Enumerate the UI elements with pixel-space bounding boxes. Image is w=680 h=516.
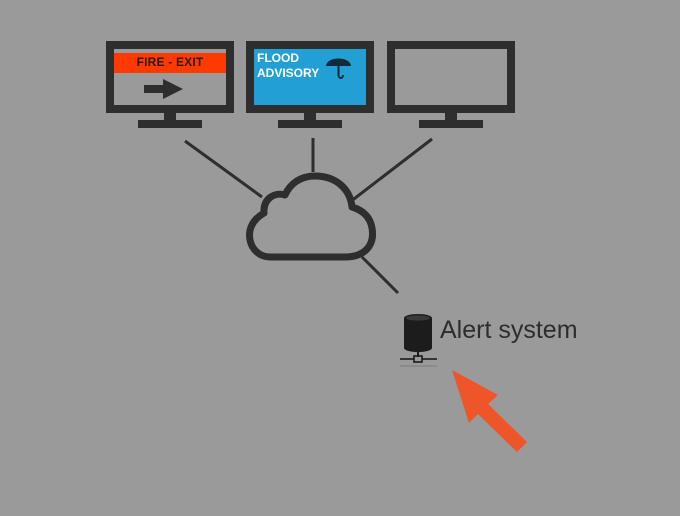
- fire-exit-banner: FIRE - EXIT: [114, 53, 226, 73]
- flood-line-1: FLOOD: [257, 51, 299, 65]
- arrow-right-icon: [144, 79, 183, 99]
- connector-blank-to-cloud: [349, 137, 433, 204]
- connector-fire-to-cloud: [184, 139, 263, 199]
- monitor-base: [138, 120, 202, 128]
- monitor-base: [278, 120, 342, 128]
- monitor-screen: [246, 41, 374, 113]
- monitor-base: [419, 120, 483, 128]
- connector-cloud-to-alert: [360, 255, 400, 295]
- alert-system-label: Alert system: [440, 316, 578, 344]
- flood-advisory-text: FLOOD ADVISORY: [257, 51, 319, 81]
- monitor-screen: [387, 41, 515, 113]
- flood-line-2: ADVISORY: [257, 66, 320, 80]
- cloud-icon: [246, 172, 377, 261]
- monitor-neck: [164, 113, 176, 121]
- database-server-icon: [400, 314, 437, 367]
- arrow-pointer-icon: [452, 370, 527, 452]
- umbrella-icon: [326, 58, 351, 79]
- monitor-screen: [106, 41, 234, 113]
- monitor-neck: [445, 113, 457, 121]
- monitor-neck: [304, 113, 316, 121]
